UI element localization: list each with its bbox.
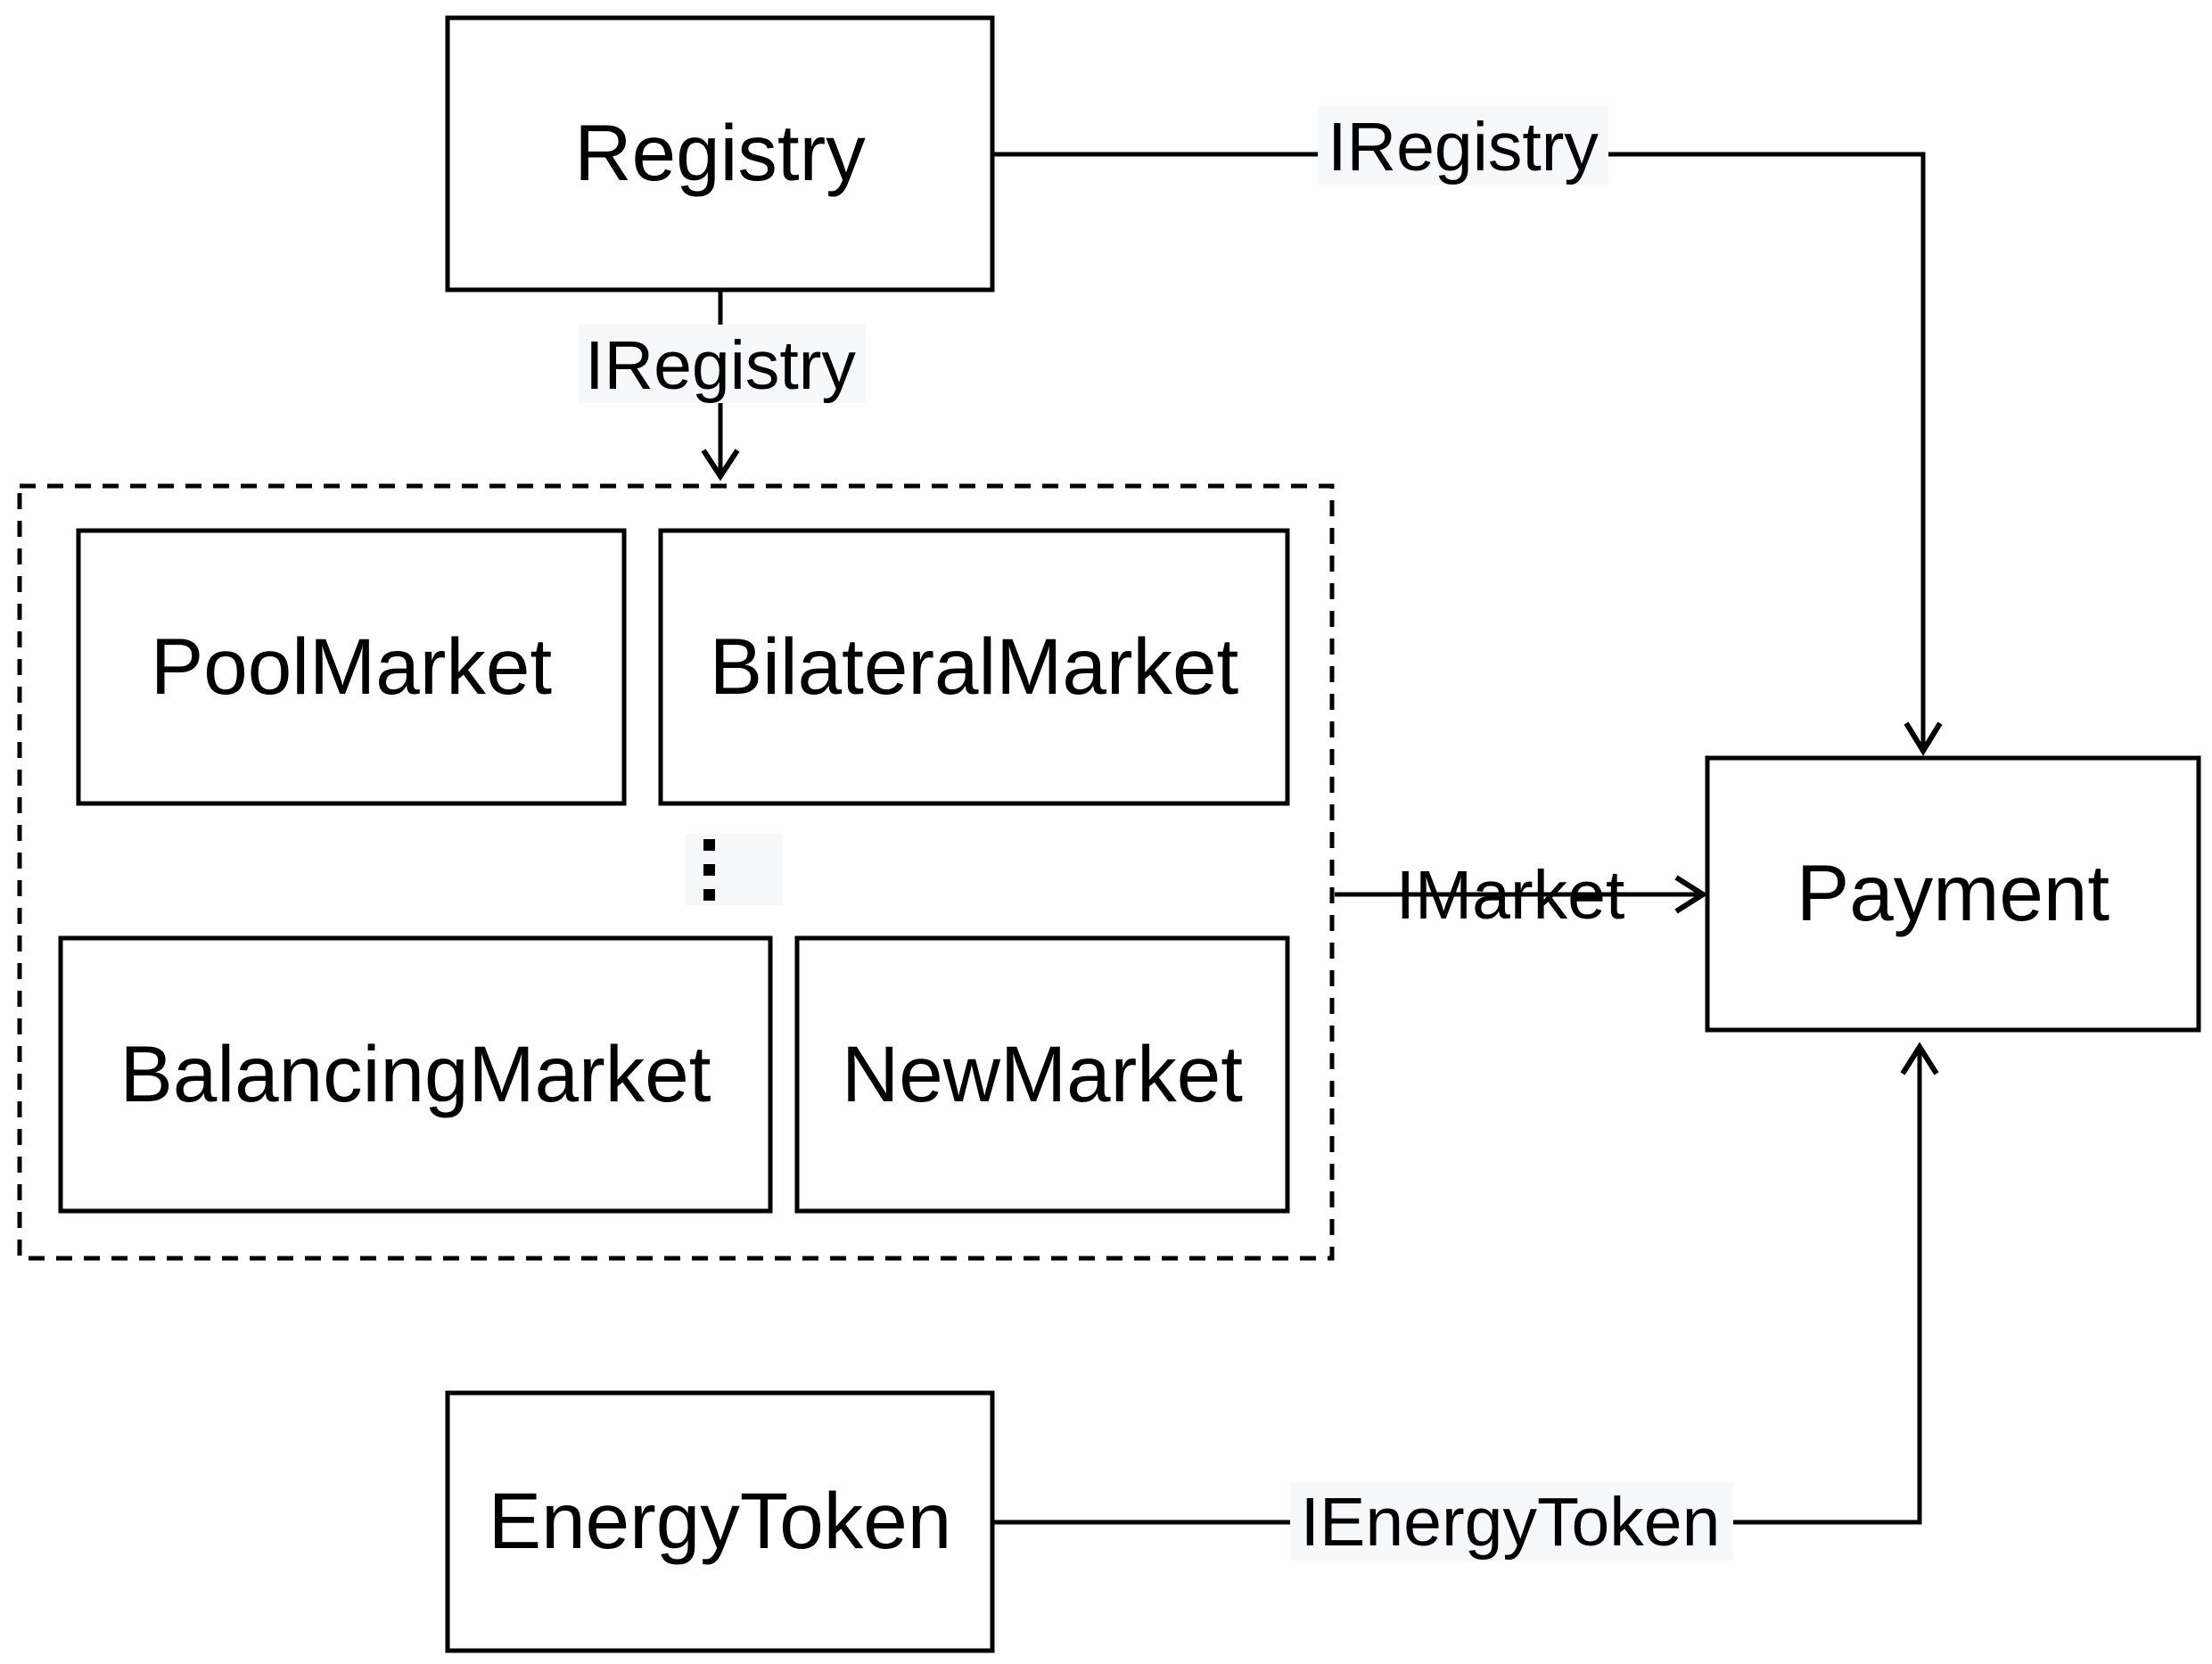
- edge-label-registry-to-markets: IRegistry: [585, 327, 856, 404]
- bilateral-market-label: BilateralMarket: [710, 622, 1239, 711]
- balancing-market-node[interactable]: BalancingMarket: [58, 935, 773, 1214]
- arrowhead-markets-to-payment: [1674, 875, 1708, 914]
- edge-label-markets-to-payment: IMarket: [1396, 857, 1625, 934]
- markets-group: [17, 483, 1335, 1261]
- edge-label-energy-token-to-payment: IEnergyToken: [1301, 1484, 1721, 1561]
- registry-node[interactable]: Registry: [445, 15, 995, 292]
- edge-label-registry-to-payment: IRegistry: [1328, 109, 1599, 185]
- payment-label: Payment: [1797, 848, 2109, 937]
- pool-market-node[interactable]: PoolMarket: [76, 528, 627, 806]
- new-market-label: NewMarket: [842, 1029, 1243, 1118]
- edge-label-bg-registry-to-payment: [1318, 106, 1608, 185]
- ellipsis-bg: [685, 834, 783, 905]
- bilateral-market-node[interactable]: BilateralMarket: [658, 528, 1290, 806]
- arrowhead-registry-to-markets: [701, 449, 740, 482]
- balancing-market-label: BalancingMarket: [120, 1029, 711, 1118]
- new-market-node[interactable]: NewMarket: [794, 935, 1290, 1214]
- arrowhead-energy-token-to-payment: [1900, 1042, 1939, 1075]
- edge-label-bg-registry-to-markets: [579, 325, 866, 403]
- vertical-ellipsis-icon: [703, 839, 715, 901]
- payment-node[interactable]: Payment: [1705, 755, 2201, 1033]
- edge-registry-to-payment: [992, 152, 1926, 747]
- arrowhead-registry-to-payment: [1904, 721, 1943, 756]
- energy-token-node[interactable]: EnergyToken: [445, 1390, 995, 1653]
- registry-label: Registry: [574, 108, 866, 197]
- pool-market-label: PoolMarket: [151, 622, 552, 711]
- edge-label-bg-energy-token-to-payment: [1290, 1482, 1733, 1561]
- energy-token-label: EnergyToken: [489, 1476, 952, 1565]
